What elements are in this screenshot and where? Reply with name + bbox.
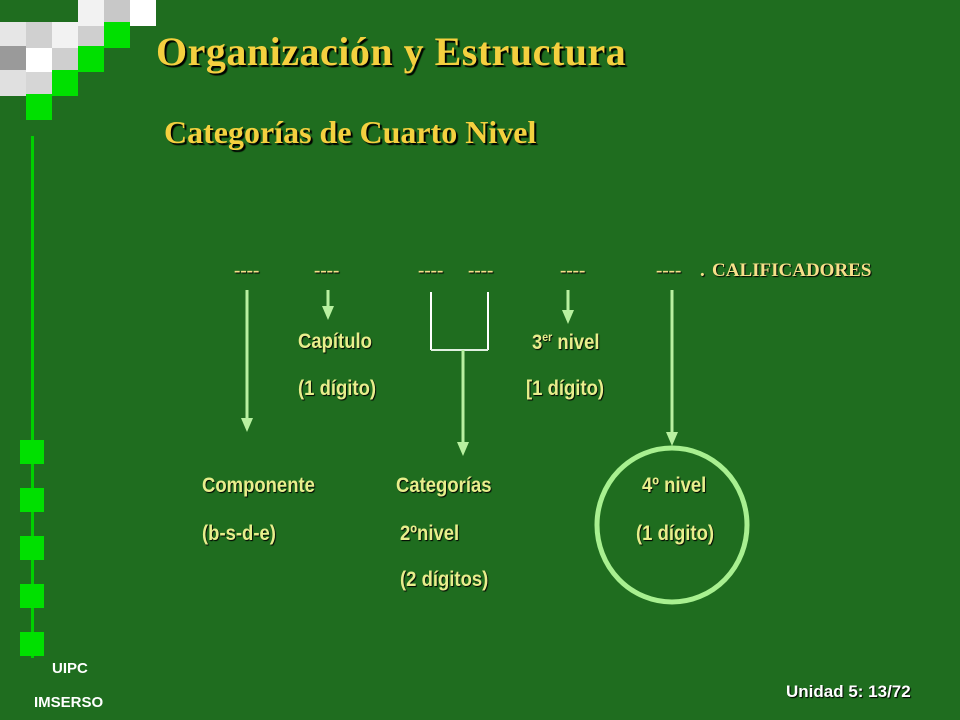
page-counter: Unidad 5: 13/72 [786,682,911,701]
footer-org-uipc: UIPC [52,660,88,677]
deco-square [52,70,78,96]
left-bar-square [20,536,44,560]
arrow-componente [241,290,253,432]
deco-square [78,0,104,26]
left-vertical-rule [31,136,34,658]
deco-square [52,46,78,72]
deco-square [104,0,130,26]
deco-square [130,0,156,26]
deco-square [26,70,52,96]
label-tercer-nivel-sup: er [542,330,553,344]
deco-square [104,22,130,48]
code-segment-categoria-2: ---- [468,260,494,281]
code-segment-tercer-nivel: ---- [560,260,586,281]
label-capitulo: Capítulo [298,330,372,353]
calificadores-label: CALIFICADORES [712,260,872,281]
bracket-categorias [430,292,489,351]
left-bar-square [20,488,44,512]
deco-square [78,46,104,72]
deco-square [26,46,52,72]
code-segment-cuarto-nivel: ---- [656,260,682,281]
cuarto-nivel-circle [594,445,750,605]
page-title: Organización y Estructura [156,29,627,74]
deco-square [26,22,52,48]
deco-square [78,22,104,48]
label-tercer-nivel-digits: [1 dígito) [526,377,605,400]
deco-square [0,46,26,72]
footer-org-imserso: IMSERSO [34,694,104,711]
label-tercer-nivel: 3er nivel [532,330,600,355]
code-segment-categoria-1: ---- [418,260,444,281]
label-cuarto-nivel: 4º nivel [642,474,707,497]
arrow-tercer-nivel [562,290,574,324]
deco-square [0,70,26,96]
deco-square [0,22,26,48]
page-subtitle: Categorías de Cuarto Nivel [164,114,537,150]
deco-square [52,22,78,48]
left-bar-square [20,584,44,608]
label-categorias: Categorías [396,474,492,497]
deco-square [26,94,52,120]
label-capitulo-digits: (1 dígito) [298,377,377,400]
arrow-categorias [457,350,469,456]
left-bar-square [20,440,44,464]
label-categorias-level: 2ºnivel [400,522,460,545]
code-dot: . [700,260,705,281]
code-segment-capitulo: ---- [314,260,340,281]
label-categorias-digits: (2 dígitos) [400,568,489,591]
label-componente: Componente [202,474,315,497]
label-componente-codes: (b-s-d-e) [202,522,276,545]
code-segment-componente: ---- [234,260,260,281]
arrow-capitulo [322,290,334,320]
label-tercer-nivel-number: 3 [532,331,543,354]
left-bar-square [20,632,44,656]
label-tercer-nivel-text: nivel [552,331,600,354]
label-cuarto-nivel-digits: (1 dígito) [636,522,715,545]
arrow-cuarto-nivel [666,290,678,446]
